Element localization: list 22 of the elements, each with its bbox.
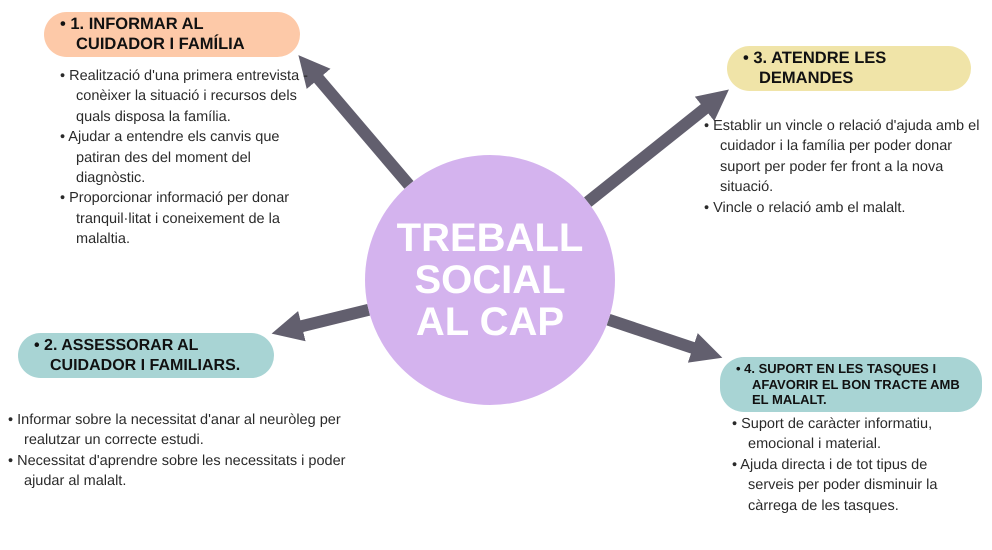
arrow bbox=[606, 314, 722, 363]
arrow bbox=[272, 304, 370, 342]
bullet-text: • Realització d'una primera entrevista - conèixer la situació i recursos dels quals disposa la família. bbox=[60, 67, 310, 127]
heading-text: • 1. INFORMAR AL CUIDADOR I FAMÍLIA bbox=[60, 14, 246, 54]
arrow bbox=[584, 89, 729, 207]
bullet-text: • Informar sobre la necessitat d'anar al neuròleg per realutzar un correcte estudi. bbox=[8, 411, 342, 450]
bullet-text: • Establir un vincle o relació d'ajuda amb el cuidador i la família per poder donar suport per poder fer front a la nova situació. bbox=[704, 117, 980, 198]
bullet-text: • Necessitat d'aprendre sobre les necessitats i poder ajudar al malalt. bbox=[8, 452, 346, 492]
heading-pill bbox=[720, 357, 982, 412]
heading-text: • 3. ATENDRE LES DEMANDES bbox=[743, 48, 888, 88]
heading-pill bbox=[18, 333, 274, 378]
heading-pill bbox=[727, 46, 971, 91]
heading-text: • 2. ASSESSORAR AL CUIDADOR I FAMILIARS. bbox=[34, 336, 242, 375]
heading-text: • 4. SUPORT EN LES TASQUES I AFAVORIR EL BON TRACTE AMB EL MALALT. bbox=[736, 361, 961, 408]
center-title: TREBALL SOCIAL AL CAP bbox=[396, 217, 584, 343]
bullet-text: • Ajuda directa i de tot tipus de serveis per poder disminuir la càrrega de les tasques. bbox=[732, 456, 938, 516]
bullet-text: • Vincle o relació amb el malalt. bbox=[704, 198, 906, 218]
bullet-text: • Proporcionar informació per donar tranquil·litat i coneixement de la malaltia. bbox=[60, 189, 290, 250]
arrow bbox=[298, 55, 414, 189]
bullet-text: • Ajudar a entendre els canvis que patiran des del moment del diagnòstic. bbox=[60, 128, 280, 188]
bullet-text: • Suport de caràcter informatiu, emocional i material. bbox=[732, 415, 934, 454]
heading-pill bbox=[44, 12, 300, 57]
